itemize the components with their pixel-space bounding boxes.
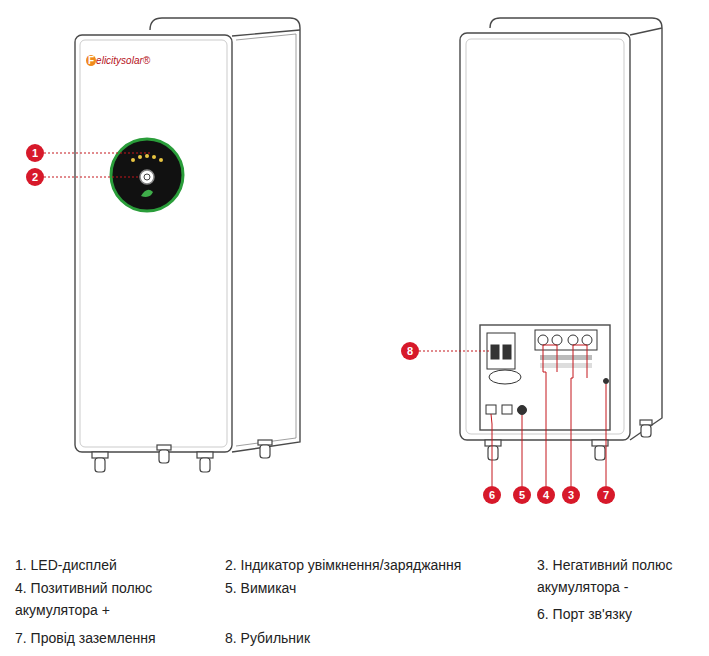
warning-label (540, 363, 592, 368)
cabinet-back-inset (466, 39, 624, 434)
leader-line (419, 351, 490, 352)
led (152, 155, 156, 159)
callout-number: 5 (513, 486, 531, 504)
cabinet-front-inset (80, 40, 227, 447)
brand-logo: Felicitysolar® (86, 55, 150, 67)
terminal-parts (486, 330, 609, 415)
negative-terminal (568, 335, 578, 345)
led (131, 158, 135, 162)
wheel (595, 446, 605, 460)
wheel-mount (92, 452, 108, 458)
wheel-mount (157, 445, 171, 450)
led-display (111, 139, 183, 211)
legend-item: 3. Негативний полюс акумулятора - (537, 554, 702, 598)
wheel (159, 450, 169, 463)
power-button (140, 170, 154, 184)
leader-line (606, 384, 607, 486)
comm-port (486, 405, 496, 414)
power-symbol (144, 174, 150, 180)
callout-number: 1 (26, 144, 44, 162)
callout-number: 8 (401, 342, 419, 360)
wheel (95, 458, 105, 472)
callout-number: 3 (562, 486, 580, 504)
cabinet-top-edge (630, 28, 662, 35)
positive-terminal (538, 335, 548, 345)
legend-item: 4. Позитивний полюс акумулятора + (15, 577, 185, 621)
cabinet-side (236, 34, 296, 446)
handle-slot (489, 370, 521, 384)
back-leaders (419, 345, 606, 486)
breaker-lever (503, 345, 511, 359)
positive-terminal (552, 335, 562, 345)
legend-item: 8. Рубильник (225, 627, 425, 649)
callout-number: 2 (26, 168, 44, 186)
cabinet-front-face (75, 35, 232, 452)
terminal-block (535, 330, 597, 350)
wheel (488, 446, 498, 460)
leader-line (522, 415, 523, 486)
wheel (200, 458, 210, 472)
terminal-panel (480, 325, 610, 430)
leader-line (571, 345, 587, 486)
wheel-mount (197, 452, 213, 458)
wheel-mount (640, 420, 652, 425)
leader-line (491, 414, 492, 486)
wheel (641, 425, 651, 437)
callout-number: 6 (483, 486, 501, 504)
callout-number: 7 (597, 486, 615, 504)
breaker (487, 333, 515, 369)
led (145, 154, 149, 158)
cabinet-back-face (460, 33, 630, 440)
callout-number: 4 (537, 486, 555, 504)
back-wheels (485, 420, 652, 460)
negative-terminal (582, 335, 592, 345)
front-cabinet (75, 18, 300, 452)
led (138, 155, 142, 159)
leader-line (44, 153, 150, 154)
front-leaders (44, 153, 150, 177)
breaker-lever (491, 345, 499, 359)
wheel-mount (485, 440, 501, 446)
cabinet-top-edge (232, 30, 300, 36)
ground-screw (604, 379, 609, 384)
legend-item: 2. Індикатор увімкнення/заряджання (225, 554, 525, 576)
leader-line (44, 177, 140, 178)
legend-item: 7. Провід заземлення (15, 627, 215, 649)
wheel-mount (258, 440, 272, 445)
back-cabinet (460, 18, 662, 440)
legend-item: 5. Вимикач (225, 577, 425, 599)
display-disc (111, 139, 183, 211)
front-wheels (92, 440, 272, 472)
led (159, 158, 163, 162)
leader-line (543, 345, 557, 486)
leaf-icon (141, 190, 153, 197)
power-switch (518, 406, 527, 415)
warning-label (540, 355, 592, 360)
comm-port (502, 405, 512, 414)
wheel (260, 445, 270, 458)
legend-item: 1. LED-дисплей (15, 554, 215, 576)
legend-item: 6. Порт зв'язку (537, 603, 702, 625)
